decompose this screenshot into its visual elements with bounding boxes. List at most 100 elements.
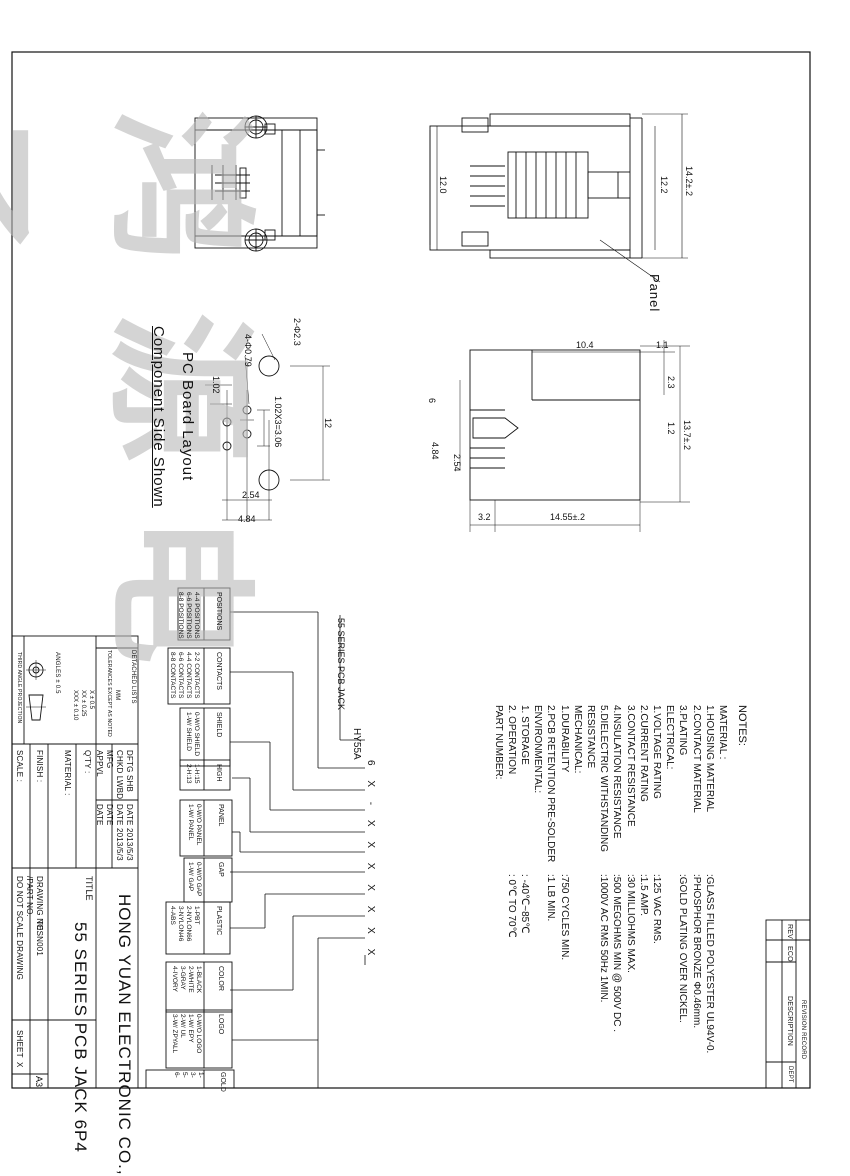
option-value: 1-BLACK: [195, 966, 202, 994]
option-value: 3-: [189, 1072, 196, 1078]
option-value: 6-6 CONTACTS: [177, 652, 184, 699]
panel-label: Panel: [647, 274, 662, 313]
option-name: GOLD: [219, 1072, 226, 1092]
dim-122: 12.2: [659, 176, 669, 194]
option-value: 0-W/O GAP: [195, 862, 202, 897]
sheet-value: X: [15, 1062, 24, 1068]
date-label-4: DATE: [95, 804, 104, 826]
option-value: 6-6 POSITIONS: [185, 592, 192, 639]
pcb-layout-subtitle: Component Side Shown: [150, 326, 167, 508]
revision-eco: ECO: [786, 946, 793, 962]
dim-11: 1.1: [656, 340, 669, 350]
option-value: 2-2 CONTACTS: [193, 652, 200, 699]
note-value: : 0℃ TO 70℃: [505, 874, 517, 938]
tolerance-header: TOLERANCES EXCEPT AS NOTED: [106, 650, 112, 737]
dim-254a: 2.54: [242, 490, 260, 500]
revision-block: [765, 919, 811, 1089]
dim-102x3: 1.02X3=3.06: [273, 396, 283, 448]
option-value: 8-8 POSITIONS: [177, 592, 184, 639]
note-label: 2.CURRENT RATING: [637, 705, 649, 802]
option-value: 0-W/O SHIELD: [193, 712, 200, 757]
profile-view-jack: [459, 340, 690, 532]
note-label: ELECTRICAL:: [664, 705, 676, 770]
note-value: :GLASS FILLED POLYESTER UL94V-0.: [703, 874, 715, 1054]
note-label: 4.INSULATION RESISTANCE: [611, 705, 623, 839]
sheet-size: A3: [34, 1076, 44, 1088]
dim-137: 13.7±.2: [682, 420, 692, 450]
appvl-label: APPVL: [95, 750, 104, 777]
drawing-no: TESN001: [35, 920, 44, 957]
dim-23: 2.3: [666, 376, 676, 389]
side-view-jack: [194, 115, 325, 252]
note-label: 1.HOUSING MATERIAL: [703, 705, 715, 813]
note-label: 2. OPERATION: [505, 705, 517, 775]
projection-label: THIRD ANGLE PROJECTION: [16, 652, 22, 724]
option-value: 1-PBT: [193, 906, 200, 925]
detached-lists: DETACHED LISTS: [130, 650, 136, 704]
tolerance-line: XXX ± 0.10: [72, 690, 78, 721]
date-label-3: DATE: [105, 804, 114, 826]
part-number-code: 6 X - X X X X X X X: [365, 760, 376, 962]
dim-12: 12: [323, 418, 333, 429]
part-number-leaders: [230, 611, 366, 1088]
date-label-2: DATE 2013/5/3: [115, 804, 124, 861]
option-value: 1-W/ EPY: [187, 1014, 194, 1043]
drawing-sheet: 鸿 源 电 子 NOTES: MATERIAL :1.HOUSING MATER…: [0, 51, 811, 1176]
option-value: 0-W/O PANEL: [195, 804, 202, 846]
option-value: 2-H:13: [185, 764, 192, 784]
note-label: ENVIRONMENTAL:: [532, 705, 544, 794]
dftg-label: DFTG SHB: [125, 750, 134, 793]
dim-1455: 14.55±.2: [550, 512, 585, 522]
drawing-lineart: [11, 51, 811, 1089]
dim-484b: 4.84: [430, 442, 440, 460]
note-value: :750 CYCLES MIN.: [558, 874, 570, 961]
note-label: 2.CONTACT MATERIAL: [690, 705, 702, 813]
option-name: SHIELD: [215, 712, 222, 738]
note-value: :30 MILLIOHMS MAX.: [624, 874, 636, 973]
note-label: 2.PCB RETENTION PRE-SOLDER: [545, 705, 557, 863]
option-name: PANEL: [217, 804, 224, 827]
dim-484a: 4.84: [238, 514, 256, 524]
qty-label: Q'TY :: [83, 750, 92, 774]
material-label: MATERIAL :: [63, 750, 72, 796]
units-label: MM: [114, 690, 120, 701]
note-label: MECHANICAL:: [571, 705, 583, 774]
option-value: 4-ABS: [169, 906, 176, 925]
note-value: : -40℃~85℃: [519, 874, 530, 934]
option-value: 3-W/ ZPYALL: [171, 1014, 178, 1054]
option-value: 1-: [197, 1072, 204, 1078]
sheet-label: SHEET: [15, 1030, 24, 1058]
option-name: GAP: [217, 862, 224, 877]
note-value: :PHOSPHOR BRONZE Φ0.46mm.: [690, 874, 702, 1029]
note-value: :GOLD PLATING OVER NICKEL.: [677, 874, 689, 1023]
note-label: 1.DURABILITY: [558, 705, 570, 773]
revision-rev: REV: [786, 924, 793, 939]
revision-dept: DEPT: [787, 1066, 793, 1083]
front-view-jack: [429, 113, 688, 283]
pcb-layout: [205, 333, 330, 521]
finish-label: FINISH :: [35, 750, 44, 783]
option-value: 4-IVORY: [171, 966, 178, 992]
note-value: :1000V AC RMS 50Hz 1MIN.: [598, 874, 610, 1003]
revision-header: REVISION RECORD: [800, 1000, 806, 1060]
note-label: 3.PLATING: [677, 705, 689, 756]
scale-label: SCALE :: [15, 750, 24, 783]
dim-120: 12.0: [438, 176, 448, 194]
note-label: 1. STORAGE: [519, 705, 530, 765]
option-value: 2-NYLON66: [185, 906, 192, 942]
pcb-layout-title: PC Board Layout: [179, 352, 196, 482]
option-name: LOGO: [217, 1014, 224, 1035]
option-name: PLASTIC: [215, 906, 222, 936]
note-value: :1.5 AMP.: [637, 874, 649, 917]
note-label: 3.CONTACT RESISTANCE: [624, 705, 636, 827]
dim-254b: 2.54: [452, 454, 462, 472]
title-label: TITLE: [84, 876, 94, 901]
dim-12b: 1.2: [666, 422, 676, 435]
dim-32: 3.2: [478, 512, 491, 522]
notes-heading: NOTES:: [736, 705, 748, 746]
option-name: COLOR: [217, 966, 224, 991]
option-value: 0-W/O LOGO: [195, 1014, 202, 1054]
option-value: 8-8 CONTACTS: [169, 652, 176, 699]
option-value: 1-H:15: [193, 764, 200, 784]
do-not-scale: DO NOT SCALE DRAWING: [15, 876, 24, 981]
